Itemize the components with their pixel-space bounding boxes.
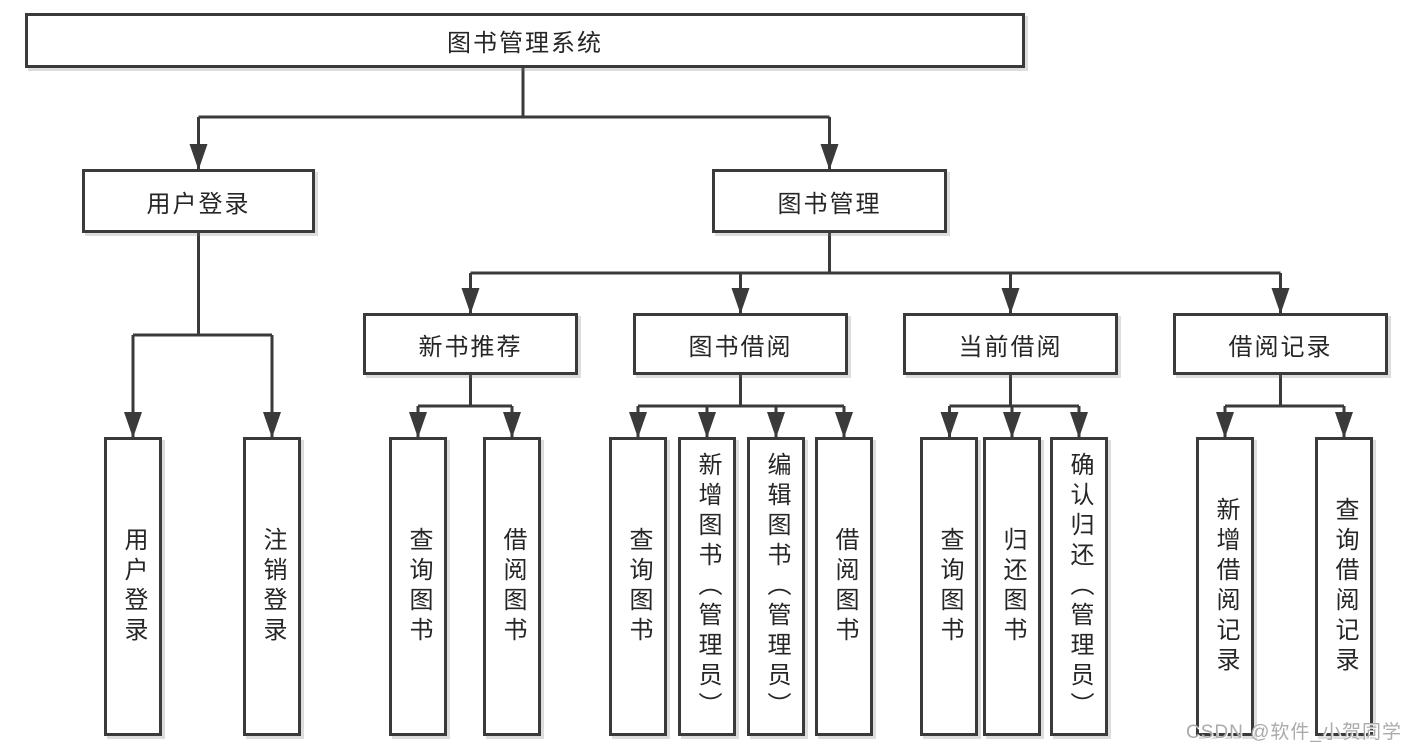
leaf-borrow-books-recommend: 借阅图书 (483, 437, 541, 736)
leaf-query-books-recommend: 查询图书 (389, 437, 447, 736)
leaf-logout: 注销登录 (243, 437, 301, 736)
leaf-logout-label: 注销登录 (259, 526, 286, 647)
leaf-query-books-current-label: 查询图书 (936, 526, 963, 647)
node-library-management-system: 图书管理系统 (25, 13, 1025, 68)
leaf-borrow-books-borrowing: 借阅图书 (815, 437, 873, 736)
leaf-confirm-return-admin-label: 确认归还（管理员） (1066, 451, 1093, 722)
leaf-return-books-label: 归还图书 (999, 526, 1026, 647)
leaf-return-books: 归还图书 (983, 437, 1041, 736)
leaf-query-books-current: 查询图书 (920, 437, 978, 736)
leaf-query-borrow-record: 查询借阅记录 (1315, 437, 1373, 736)
leaf-borrow-books-borrowing-label: 借阅图书 (831, 526, 858, 647)
leaf-add-borrow-record: 新增借阅记录 (1196, 437, 1254, 736)
leaf-query-books-borrowing: 查询图书 (609, 437, 667, 736)
csdn-watermark: CSDN @软件_小贺同学 (1186, 722, 1402, 743)
tree-branch-segments (133, 68, 1344, 408)
leaf-confirm-return-admin: 确认归还（管理员） (1050, 437, 1108, 736)
tree-arrow-segments (124, 117, 1353, 438)
node-book-borrowing: 图书借阅 (633, 313, 848, 375)
leaf-add-borrow-record-label: 新增借阅记录 (1212, 496, 1239, 677)
leaf-borrow-books-recommend-label: 借阅图书 (499, 526, 526, 647)
leaf-add-books-admin-label: 新增图书（管理员） (694, 451, 721, 722)
leaf-edit-books-admin: 编辑图书（管理员） (747, 437, 805, 736)
leaf-user-login-label: 用户登录 (120, 526, 147, 647)
leaf-query-borrow-record-label: 查询借阅记录 (1331, 496, 1358, 677)
node-user-login: 用户登录 (82, 169, 315, 233)
node-borrowing-records: 借阅记录 (1173, 313, 1388, 375)
leaf-user-login: 用户登录 (104, 437, 162, 736)
leaf-edit-books-admin-label: 编辑图书（管理员） (763, 451, 790, 722)
node-current-borrowing: 当前借阅 (903, 313, 1118, 375)
leaf-query-books-recommend-label: 查询图书 (405, 526, 432, 647)
leaf-add-books-admin: 新增图书（管理员） (678, 437, 736, 736)
node-book-management: 图书管理 (712, 169, 947, 233)
leaf-query-books-borrowing-label: 查询图书 (625, 526, 652, 647)
node-new-book-recommendation: 新书推荐 (363, 313, 578, 375)
